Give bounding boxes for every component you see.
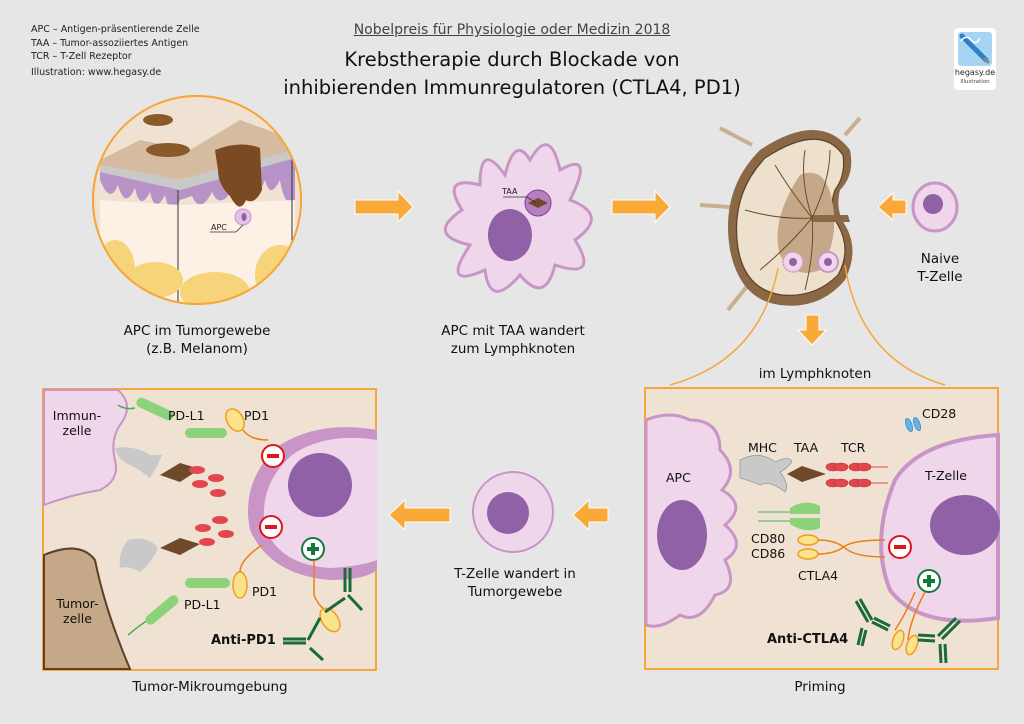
inhibit-icon [888, 535, 912, 559]
supertitle: Nobelpreis für Physiologie oder Medizin … [0, 22, 1024, 38]
activate-icon [917, 569, 941, 593]
inhibit-icon [261, 444, 285, 468]
logo-name: hegasy.de [954, 68, 996, 77]
arrow-left-naive [877, 191, 907, 222]
label-line: zelle [63, 611, 92, 626]
arrow-down-lymph [796, 314, 828, 346]
caption-line: T-Zelle [917, 269, 963, 285]
label-immune-cell: Immun- zelle [52, 408, 102, 438]
caption-step1: APC im Tumorgewebe (z.B. Melanom) [97, 322, 297, 358]
legend-abbr: TAA [31, 37, 50, 49]
label-pd-l1-top: PD-L1 [168, 408, 205, 423]
taa-small-label: TAA [501, 187, 518, 196]
anti-pd1-antibody [283, 568, 364, 662]
apc-small-label: APC [211, 223, 227, 232]
arrow-right-2 [611, 189, 671, 224]
legend-abbr: TCR [31, 51, 50, 62]
legend-sep: – [52, 37, 58, 49]
anti-ctla4-antibody [854, 598, 962, 664]
priming-panel [644, 387, 1000, 670]
label-line: Tumor- [56, 596, 99, 611]
hegasy-logo[interactable]: hegasy.de Illustration [954, 28, 996, 90]
label-anti-ctla4: Anti-CTLA4 [767, 632, 849, 647]
logo-subtitle: Illustration [960, 79, 990, 85]
activate-icon [301, 537, 325, 561]
arrow-left-3 [572, 498, 609, 532]
label-tumor-cell: Tumor- zelle [50, 596, 105, 626]
legend-item-tcr: TCR – T-Zell Rezeptor [31, 50, 200, 64]
caption-line: APC im Tumorgewebe [123, 323, 271, 339]
caption-line: zum Lymphknoten [450, 341, 576, 357]
caption-priming: Priming [794, 679, 846, 695]
caption-line: Naive [920, 251, 960, 267]
legend-sep: – [52, 51, 58, 62]
arrow-left-4 [388, 498, 451, 532]
caption-step2: APC mit TAA wandert zum Lymphknoten [413, 322, 613, 358]
apc-dendritic-cell: TAA [443, 143, 593, 293]
label-ctla4: CTLA4 [798, 568, 839, 583]
title-line-1: Krebstherapie durch Blockade von [344, 48, 680, 71]
page-title: Krebstherapie durch Blockade von inhibie… [0, 46, 1024, 102]
label-line: zelle [62, 423, 92, 438]
label-mhc: MHC [748, 440, 777, 455]
caption-lymph-node: im Lymphknoten [758, 366, 872, 382]
illustration-credit: Illustration: www.hegasy.de [31, 66, 162, 78]
naive-t-cell [911, 181, 959, 233]
label-tcr: TCR [841, 440, 866, 455]
legend-item-taa: TAA – Tumor-assoziiertes Antigen [31, 37, 200, 51]
label-cd28: CD28 [922, 406, 957, 421]
arrow-right-1 [354, 189, 414, 224]
label-pd-l1-bottom: PD-L1 [184, 597, 221, 612]
tumor-panel [42, 388, 377, 671]
skin-tumor-tissue: APC [92, 95, 302, 305]
title-line-2: inhibierenden Immunregulatoren (CTLA4, P… [283, 76, 741, 99]
label-taa: TAA [794, 440, 819, 455]
caption-tumor-environment: Tumor-Mikroumgebung [132, 679, 288, 695]
legend-text: Antigen-präsentierende Zelle [60, 24, 200, 35]
supertitle-text: Nobelpreis für Physiologie oder Medizin … [353, 22, 671, 38]
label-cd80: CD80 [751, 531, 786, 546]
zoom-line-right [844, 264, 946, 386]
legend-text: T-Zell Rezeptor [60, 51, 132, 62]
caption-naive-t-cell: Naive T-Zelle [895, 250, 985, 286]
label-pd1-top: PD1 [244, 408, 270, 423]
legend-abbr: APC [31, 24, 50, 35]
caption-step4: T-Zelle wandert in Tumorgewebe [425, 565, 605, 601]
label-anti-pd1: Anti-PD1 [211, 633, 276, 648]
label-apc: APC [666, 470, 691, 485]
abbreviation-legend: APC – Antigen-präsentierende Zelle TAA –… [31, 23, 200, 79]
legend-item-apc: APC – Antigen-präsentierende Zelle [31, 23, 200, 37]
lymph-node [699, 116, 862, 312]
legend-sep: – [52, 24, 58, 35]
label-pd1-bottom: PD1 [252, 584, 278, 599]
label-line: Immun- [52, 408, 102, 423]
legend-text: Tumor-assoziiertes Antigen [60, 37, 189, 49]
apc-small-cell [234, 208, 252, 226]
label-cd86: CD86 [751, 546, 786, 561]
caption-line: (z.B. Melanom) [146, 341, 248, 357]
pencil-dna-icon [958, 32, 992, 66]
zoom-line-left [669, 267, 779, 386]
inhibit-icon [259, 515, 283, 539]
caption-line: APC mit TAA wandert [441, 323, 585, 339]
caption-line: T-Zelle wandert in [454, 566, 576, 582]
label-t-cell: T-Zelle [925, 468, 967, 483]
caption-line: Tumorgewebe [467, 584, 563, 600]
t-cell-migrating [472, 471, 554, 553]
